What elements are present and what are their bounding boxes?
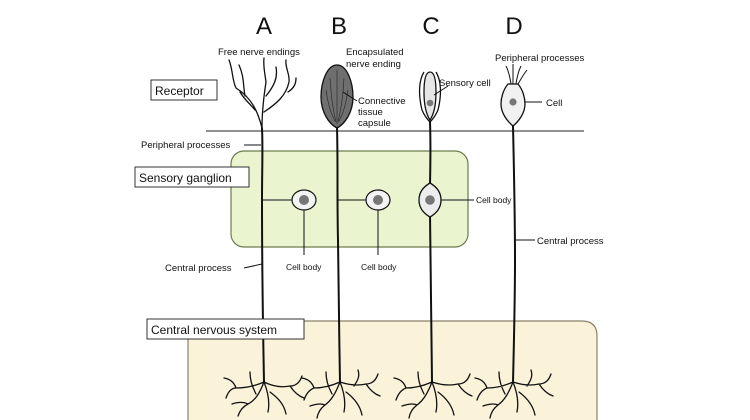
- capsule-texture: [325, 70, 349, 124]
- terminal-arbor-d: [474, 369, 554, 419]
- panel-label-d: D: [505, 13, 522, 40]
- terminal-arbor-c: [393, 371, 473, 419]
- connective-label-1: Connective: [358, 96, 406, 107]
- sensory-cell-pointer: [433, 85, 449, 96]
- cns-label-box: [146, 318, 305, 340]
- axon-a: [260, 127, 265, 383]
- central-process-left-label: Central process: [165, 263, 232, 274]
- central-process-pointer-left: [243, 263, 263, 269]
- cns-label: Central nervous system: [151, 323, 277, 337]
- peripheral-processes-d: [505, 64, 528, 85]
- capsule-pointer: [342, 91, 358, 102]
- sensory-ganglion-label: Sensory ganglion: [139, 171, 232, 185]
- sensory-cell-c: [423, 71, 437, 122]
- axon-d: [512, 125, 517, 383]
- central-process-right-label: Central process: [537, 236, 604, 247]
- connective-label-2: tissue: [358, 107, 383, 118]
- nucleus-a: [299, 195, 309, 205]
- nucleus-b: [373, 195, 383, 205]
- sensory-ganglion-label-box: [134, 166, 250, 188]
- neuron-b: [320, 64, 391, 383]
- panel-label-a: A: [256, 13, 272, 40]
- encapsulated-label-2: nerve ending: [346, 59, 401, 70]
- terminal-arbor-a: [223, 371, 305, 417]
- cell-label: Cell: [546, 98, 562, 109]
- free-nerve-endings: [228, 57, 297, 129]
- terminal-arbor-b: [301, 369, 381, 419]
- panel-label-b: B: [331, 13, 347, 40]
- cell-body-a-label: Cell body: [286, 262, 322, 272]
- sensory-cell-c-nucleus: [426, 99, 434, 107]
- cell-body-b-label: Cell body: [361, 262, 397, 272]
- neuron-d: [500, 64, 542, 383]
- neuron-a: [228, 57, 317, 383]
- nucleus-c: [425, 195, 435, 205]
- receptor-label-box: [150, 79, 218, 101]
- neuron-c: [418, 71, 474, 383]
- free-nerve-endings-label: Free nerve endings: [218, 47, 300, 58]
- cell-d-nucleus: [509, 98, 517, 106]
- peripheral-processes-left-label: Peripheral processes: [141, 140, 230, 151]
- peripheral-processes-top-label: Peripheral processes: [495, 53, 584, 64]
- sensory-cell-label: Sensory cell: [439, 78, 491, 89]
- axon-b: [336, 127, 341, 383]
- connective-label-3: capsule: [358, 118, 391, 129]
- sensory-ganglion-region: [230, 150, 469, 248]
- receptor-label: Receptor: [155, 84, 204, 98]
- cell-body-c-label: Cell body: [476, 195, 512, 205]
- encapsulated-label-1: Encapsulated: [346, 47, 404, 58]
- panel-label-c: C: [422, 13, 439, 40]
